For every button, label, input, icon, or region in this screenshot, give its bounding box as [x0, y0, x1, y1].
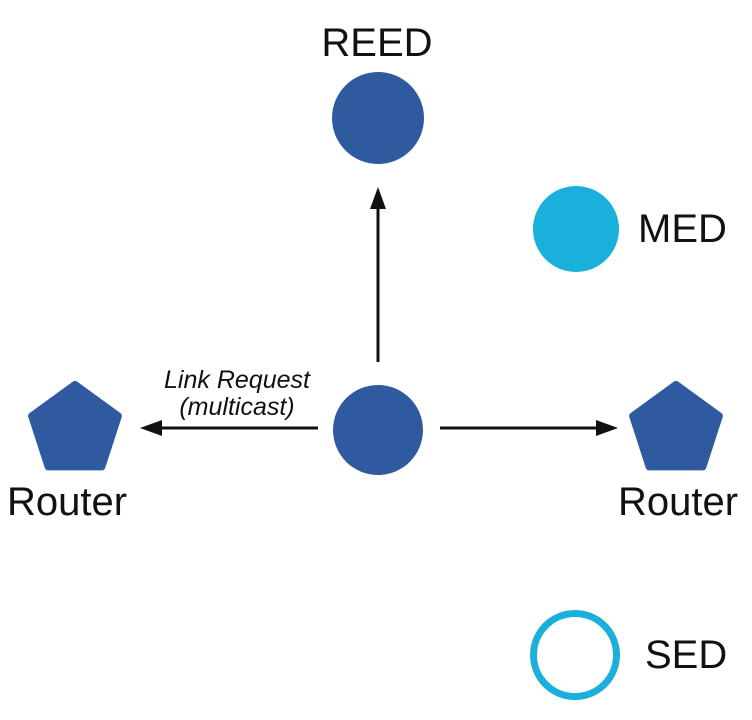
sed-label: SED [645, 633, 727, 677]
reed-label: REED [321, 21, 432, 65]
up-arrow-head [370, 187, 386, 209]
router-right-pentagon [629, 381, 723, 471]
left-arrow-head [140, 420, 162, 436]
sed-node-circle [530, 610, 620, 700]
left-arrow [140, 420, 318, 436]
link-request-annotation: Link Request (multicast) [164, 366, 311, 421]
med-label: MED [638, 207, 727, 251]
link-request-line1: Link Request [164, 366, 311, 394]
right-arrow [440, 420, 618, 436]
up-arrow [370, 187, 386, 362]
router-left-label: Router [7, 480, 127, 524]
center-child-node-circle [333, 385, 423, 475]
med-node-circle [533, 186, 619, 272]
router-left-pentagon [28, 381, 122, 471]
router-right-label: Router [618, 480, 738, 524]
reed-node-circle [332, 72, 424, 164]
right-arrow-head [596, 420, 618, 436]
link-request-line2: (multicast) [179, 393, 294, 421]
